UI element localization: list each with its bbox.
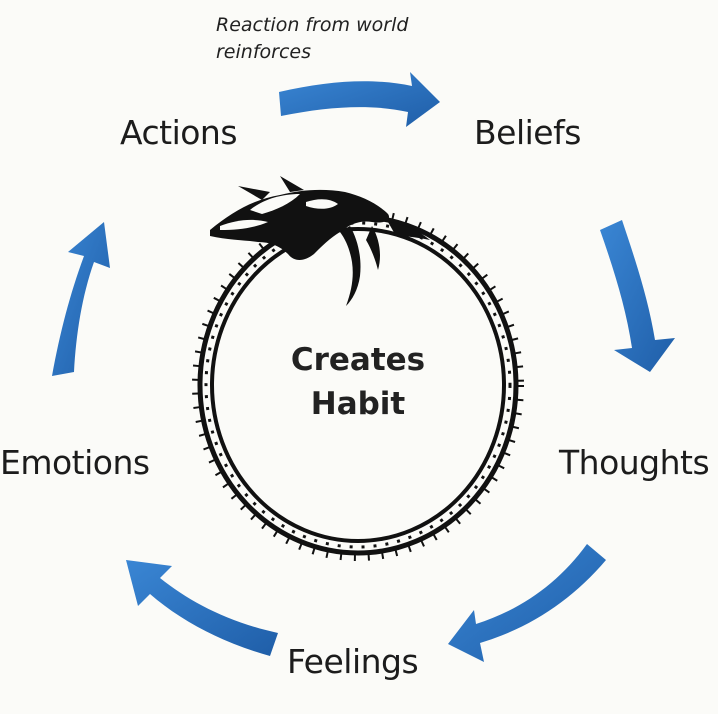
reinforce-caption-line2: reinforces	[216, 41, 311, 63]
reinforce-caption-line1: Reaction from world	[216, 14, 409, 36]
center-label-line1: Creates	[290, 342, 426, 378]
arrow-actions-to-beliefs-icon	[279, 72, 440, 127]
center-label: Creates Habit	[258, 338, 458, 426]
arrow-feelings-to-emotions-icon	[126, 560, 278, 656]
reinforce-caption: Reaction from world reinforces	[216, 12, 408, 66]
ouroboros-serpent-icon	[192, 176, 524, 561]
arrow-beliefs-to-thoughts-icon	[600, 220, 675, 372]
node-thoughts: Thoughts	[559, 443, 710, 482]
node-actions: Actions	[120, 113, 238, 152]
arrow-emotions-to-actions-icon	[52, 222, 110, 376]
arrow-thoughts-to-feelings-icon	[448, 544, 606, 662]
node-emotions: Emotions	[0, 443, 150, 482]
center-label-line2: Habit	[310, 386, 406, 422]
node-feelings: Feelings	[287, 642, 419, 681]
node-beliefs: Beliefs	[474, 113, 581, 152]
